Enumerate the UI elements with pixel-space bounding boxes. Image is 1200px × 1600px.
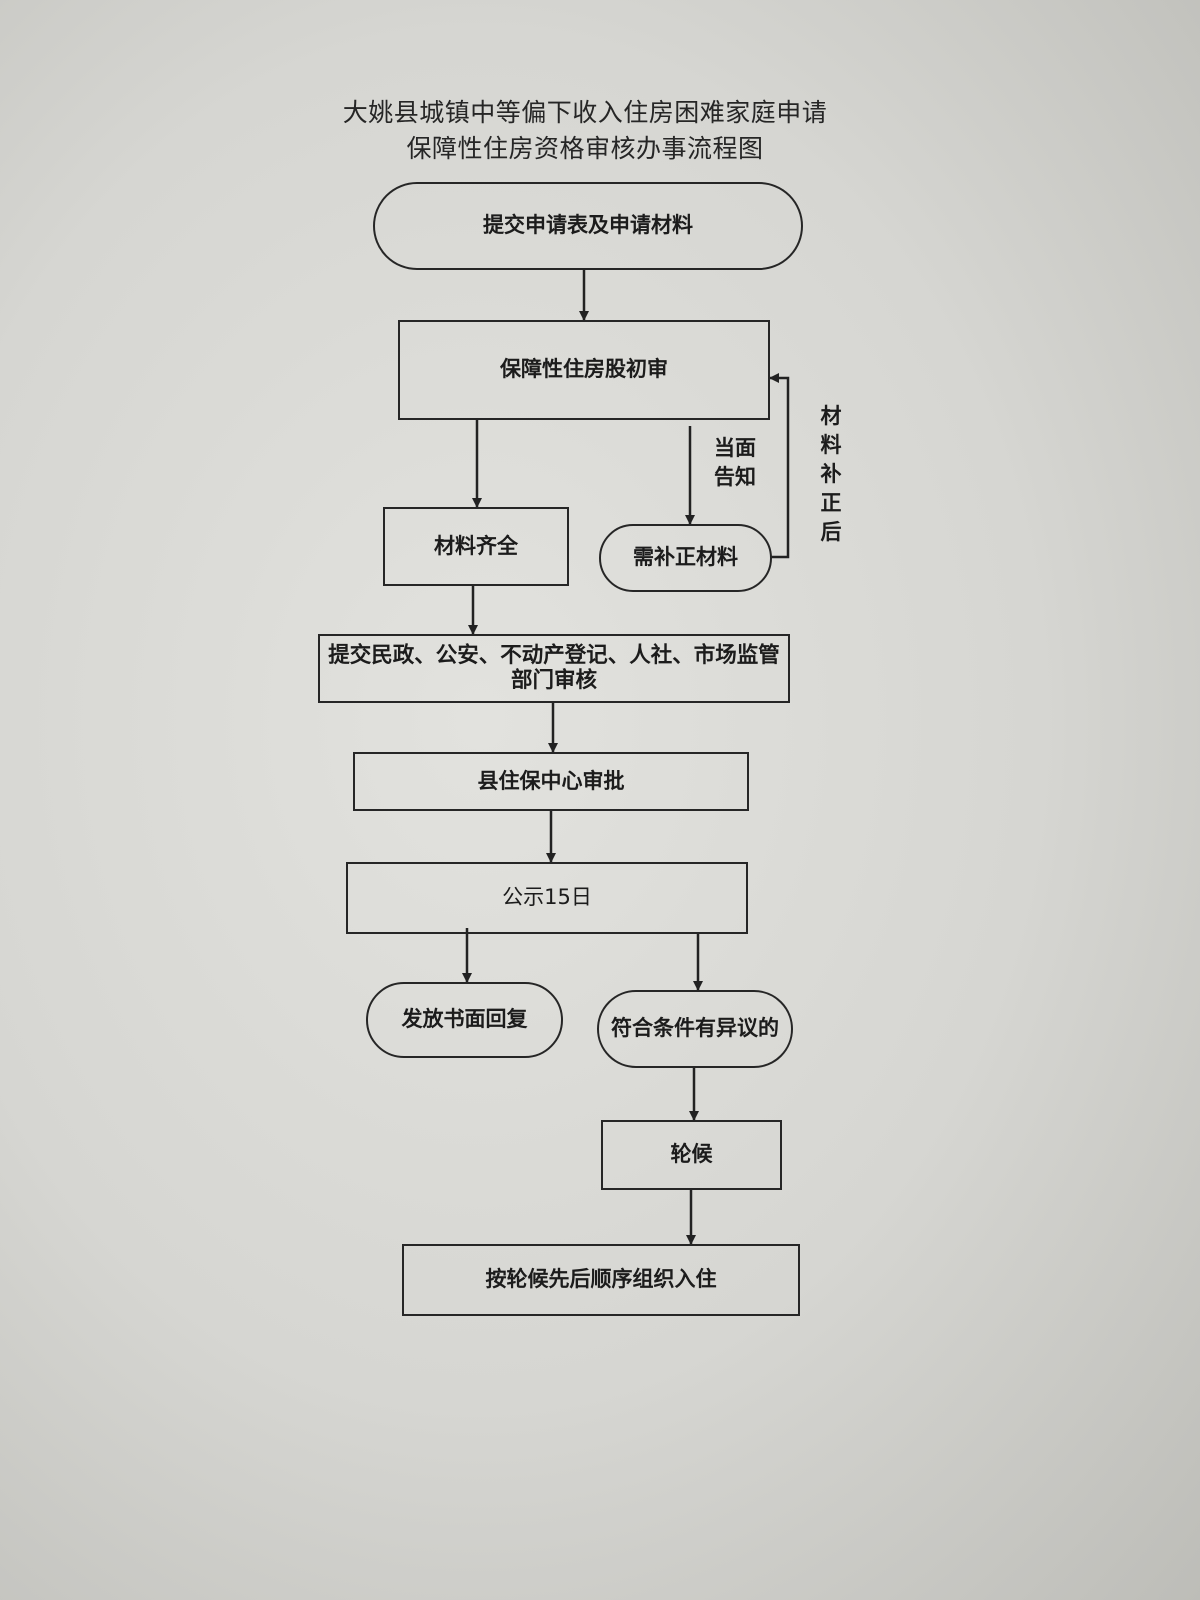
node-submit-application: 提交申请表及申请材料 (373, 182, 803, 270)
node-publicity-15-days: 公示15日 (346, 862, 748, 934)
flowchart-title-line1: 大姚县城镇中等偏下收入住房困难家庭申请 (342, 98, 828, 127)
node-need-supplement: 需补正材料 (599, 524, 772, 592)
label-after-supplement: 材料补正后 (820, 404, 842, 544)
arrow-supplement-back-to-review (769, 373, 790, 559)
node-written-reply: 发放书面回复 (366, 982, 563, 1058)
node-waiting-list: 轮候 (601, 1120, 782, 1190)
node-organize-move-in: 按轮候先后顺序组织入住 (402, 1244, 800, 1316)
flowchart-title-line2: 保障性住房资格审核办事流程图 (406, 134, 764, 163)
node-qualified-with-objection: 符合条件有异议的 (597, 990, 793, 1068)
node-materials-complete: 材料齐全 (383, 507, 569, 586)
label-notify-in-person: 当面告知 (714, 436, 756, 489)
node-center-approval: 县住保中心审批 (353, 752, 749, 811)
node-department-review: 提交民政、公安、不动产登记、人社、市场监管部门审核 (318, 634, 790, 703)
node-initial-review: 保障性住房股初审 (398, 320, 770, 420)
